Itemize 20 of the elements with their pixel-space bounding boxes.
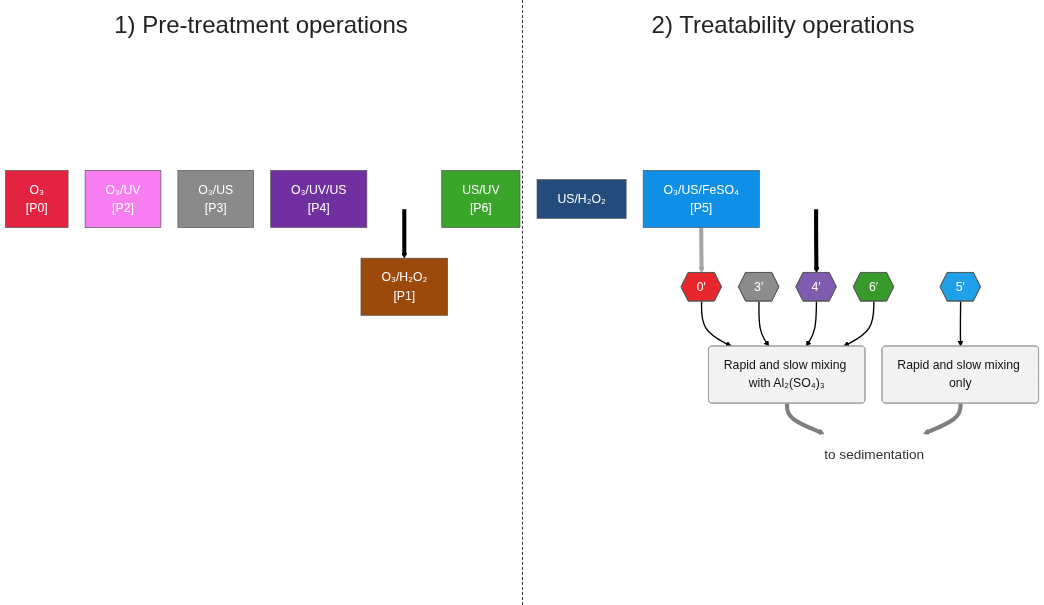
node-box: US/H₂O₂: [536, 179, 627, 219]
section-heading: 2) Treatability operations: [650, 11, 916, 39]
arrow: [813, 209, 820, 274]
arrow: [401, 209, 408, 259]
arrow: [698, 227, 705, 274]
node-box: O₃/UV [P2]: [84, 170, 162, 228]
arrow: [700, 300, 732, 347]
node-box: O₃/US [P3]: [177, 170, 254, 228]
node-text: to sedimentation: [824, 446, 925, 462]
node-box: O₃/US/FeSO₄ [P5]: [642, 170, 760, 228]
node-box: O₃/UV/US [P4]: [270, 170, 368, 228]
arrow: [758, 300, 770, 347]
arrow: [957, 300, 964, 347]
node-box: US/UV [P6]: [441, 170, 521, 228]
section-heading: 1) Pre-treatment operations: [113, 11, 409, 39]
node-box: O₃/H₂O₂ [P1]: [360, 257, 448, 316]
node-box: O₃ [P0]: [5, 170, 69, 228]
arrow: [923, 403, 963, 435]
arrow: [805, 300, 818, 347]
arrow: [843, 300, 875, 347]
